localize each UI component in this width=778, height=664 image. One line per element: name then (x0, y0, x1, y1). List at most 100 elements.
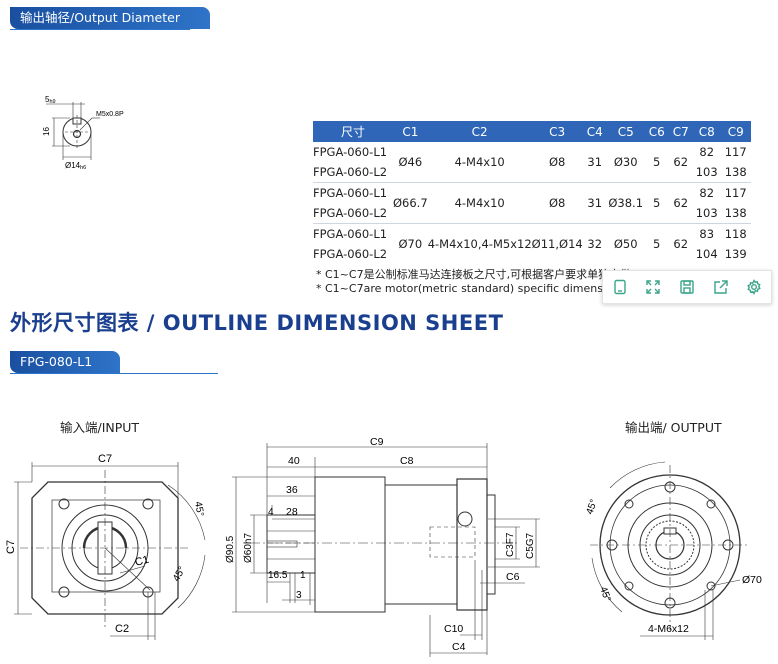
share-button[interactable] (704, 271, 738, 303)
col-header: C9 (720, 121, 751, 142)
c4-cell: 31 (582, 182, 607, 224)
col-header: C3 (531, 121, 583, 142)
dim-28: 28 (286, 506, 298, 518)
c6-cell: 5 (653, 155, 661, 169)
share-icon (713, 280, 728, 294)
c8-cell: 82 (699, 145, 715, 159)
c9-cell: 117 (724, 145, 747, 159)
note-english: * C1~C7are motor(metric standard) specif… (316, 282, 620, 295)
dim-c5: C5G7 (525, 532, 536, 559)
model-cell: FPGA-060-L1 (313, 182, 393, 203)
model-tag: FPG-080-L1 (10, 351, 120, 373)
col-header: C2 (427, 121, 532, 142)
dim-36: 36 (286, 484, 298, 496)
shaft-section-drawing: 5h9 16 M5x0.8P Ø14h6 (42, 95, 124, 171)
dim-height: 16 (42, 127, 51, 136)
c8-cell: 82 (692, 182, 721, 203)
dim-c2: C2 (115, 623, 129, 635)
table-row: FPGA-060-L1 Ø66.7 4-M4x10 Ø8 31 Ø38.1 5 … (313, 182, 751, 224)
c4-cell: 31 (587, 155, 603, 169)
col-header: C4 (582, 121, 607, 142)
c8-cell: 83 (692, 223, 721, 244)
dim-c4: C4 (452, 641, 466, 653)
c3-cell: Ø8 (531, 182, 583, 224)
c8-cell: 103 (695, 206, 718, 220)
c1-cell: Ø70 (393, 223, 428, 264)
c6-cell: 5 (644, 223, 669, 264)
model-cell: FPGA-060-L1 (313, 223, 393, 244)
tablet-button[interactable] (603, 271, 637, 303)
output-angle-label-2: 45° (597, 585, 613, 603)
c6-cell: 5 (644, 182, 669, 224)
c1-cell: Ø66.7 (393, 182, 428, 224)
dim-thread: M5x0.8P (96, 111, 124, 118)
c4-cell: 32 (582, 223, 607, 264)
model-cell: FPGA-060-L2 (313, 206, 388, 220)
dim-key: 5h9 (45, 95, 56, 105)
c7-cell: 62 (668, 182, 693, 224)
input-view-label: 输入端/INPUT (60, 420, 140, 435)
c2-cell: 4-M4x10 (427, 182, 532, 224)
c9-cell: 138 (724, 206, 747, 220)
c3-cell: Ø11,Ø14 (531, 223, 583, 264)
dim-c7-left: C7 (5, 540, 17, 554)
c3-cell: Ø8 (549, 155, 566, 169)
col-header: C8 (692, 121, 721, 142)
tablet-icon (614, 279, 626, 295)
table-header-row: 尺寸 C1 C2 C3 C4 C5 C6 C7 C8 C9 (313, 121, 751, 142)
output-view-label: 输出端/ OUTPUT (625, 420, 722, 435)
model-tag-underline (10, 373, 218, 374)
col-header: C6 (644, 121, 669, 142)
expand-icon (646, 280, 661, 294)
dim-c8: C8 (400, 455, 414, 467)
col-header: C1 (393, 121, 428, 142)
dim-40: 40 (288, 455, 300, 467)
note-chinese: * C1~C7是公制标准马达连接板之尺寸,可根据客户要求单独定做 (316, 268, 632, 281)
c1-cell: Ø46 (398, 155, 423, 169)
dim-c6: C6 (506, 571, 520, 583)
c8-cell: 103 (695, 165, 718, 179)
dim-c1: C1 (134, 554, 151, 569)
model-cell: FPGA-060-L2 (313, 247, 388, 261)
c9-cell: 138 (724, 165, 747, 179)
dim-d90: Ø90.5 (225, 535, 236, 563)
save-icon (680, 280, 694, 294)
c5-cell: Ø50 (606, 223, 645, 264)
col-header: C7 (668, 121, 693, 142)
table-row: FPGA-060-L1 Ø70 4-M4x10,4-M5x12 Ø11,Ø14 … (313, 223, 751, 264)
table-row: FPGA-060-L1 Ø46 4-M4x10 Ø8 31 Ø30 5 62 8… (313, 142, 751, 169)
settings-button[interactable] (737, 271, 771, 303)
dim-16-5: 16.5 (268, 570, 288, 581)
model-cell: FPGA-060-L1 (313, 145, 388, 159)
c9-cell: 117 (720, 182, 751, 203)
dim-3: 3 (296, 590, 302, 601)
c2-cell: 4-M4x10 (454, 155, 505, 169)
output-dim-d70: Ø70 (742, 574, 762, 586)
table-row: FPGA-060-L2 103 138 (313, 162, 751, 183)
settings-icon (747, 279, 761, 295)
c8-cell: 104 (695, 247, 718, 261)
save-button[interactable] (670, 271, 704, 303)
c2-cell: 4-M4x10,4-M5x12 (427, 223, 532, 264)
c9-cell: 118 (720, 223, 751, 244)
angle-label-1: 45° (192, 501, 205, 518)
dim-d60: Ø60h7 (243, 533, 254, 563)
table-row: FPGA-060-L2 104 139 (313, 244, 751, 264)
side-view-drawing: C9 40 C8 36 4 28 Ø90.5 Ø60h7 C3F7 C5G7 C… (225, 436, 540, 657)
dim-diameter: Ø14h6 (65, 161, 86, 171)
expand-button[interactable] (637, 271, 671, 303)
section-tag-output-diameter: 输出轴径/Output Diameter (10, 7, 210, 29)
output-angle-label-1: 45° (584, 498, 600, 516)
output-dim-holes: 4-M6x12 (648, 623, 689, 635)
col-header: 尺寸 (313, 121, 393, 142)
output-view-drawing: 45° 45° Ø70 4-M6x12 (584, 461, 762, 640)
dim-1: 1 (300, 570, 306, 581)
input-view-drawing: C7 C7 C1 C2 45° 45° (5, 453, 206, 640)
c5-cell: Ø30 (613, 155, 638, 169)
tag-underline (10, 29, 190, 30)
table-row: FPGA-060-L2 103 138 (313, 203, 751, 224)
c7-cell: 62 (673, 155, 689, 169)
dim-c9: C9 (370, 436, 384, 448)
c9-cell: 139 (724, 247, 747, 261)
c7-cell: 62 (668, 223, 693, 264)
